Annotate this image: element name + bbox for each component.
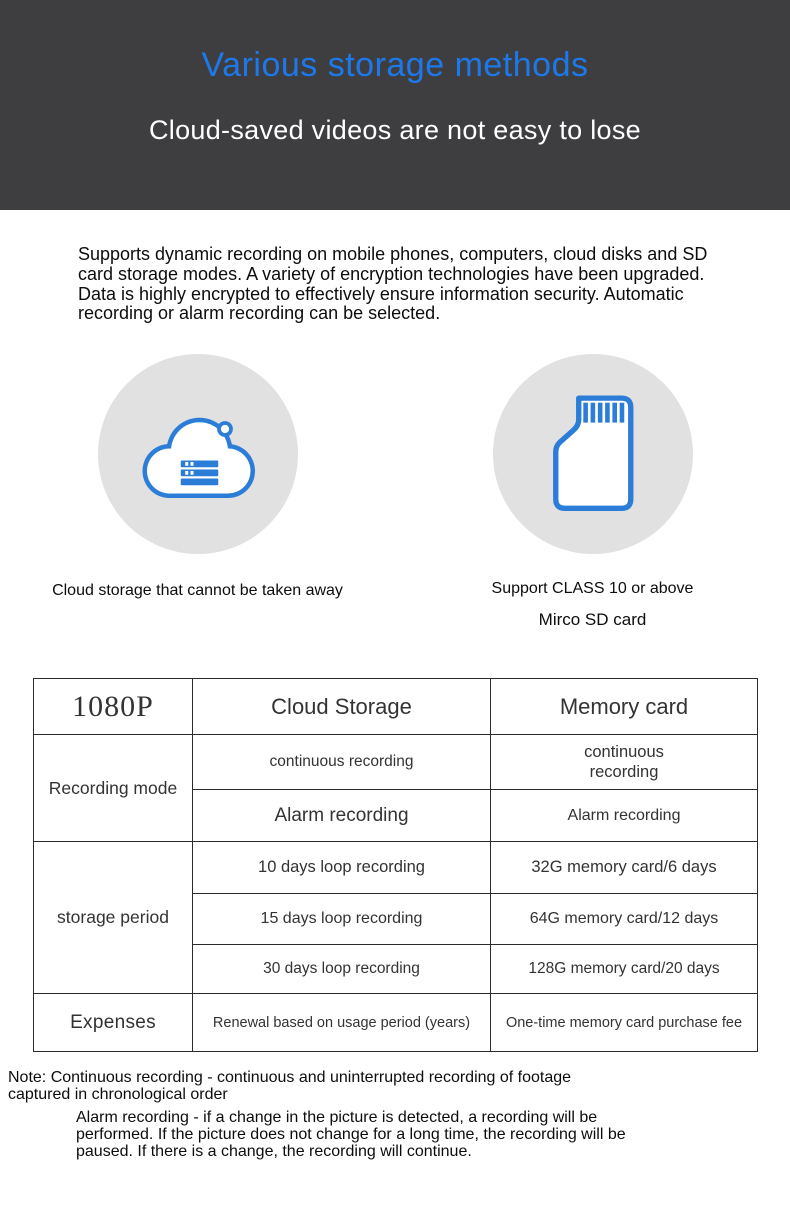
sd-card-icon [553, 395, 634, 512]
table-row: storage period 10 days loop recording 32… [33, 841, 758, 995]
cell-32g-memory: 32G memory card/6 days [490, 841, 758, 895]
intro-paragraph: Supports dynamic recording on mobile pho… [78, 244, 708, 324]
label-expenses: Expenses [33, 993, 193, 1053]
cell-loop30-cloud: 30 days loop recording [192, 944, 491, 995]
header-cloud-storage: Cloud Storage [192, 678, 491, 736]
cell-loop10-cloud: 10 days loop recording [192, 841, 491, 895]
cloud-caption: Cloud storage that cannot be taken away [52, 582, 343, 600]
cell-alarm-cloud: Alarm recording [192, 789, 491, 843]
hero-title: Various storage methods [201, 46, 589, 84]
cloud-icon-circle [97, 354, 298, 555]
table-header-row: 1080P Cloud Storage Memory card [33, 678, 758, 736]
cell-continuous-memory: continuous recording [490, 734, 758, 791]
note-continuous-recording: Note: Continuous recording - continuous … [8, 1069, 572, 1104]
table-row: 15 days loop recording 64G memory card/1… [34, 893, 758, 946]
footnotes: Note: Continuous recording - continuous … [0, 1069, 790, 1160]
storage-comparison-table: 1080P Cloud Storage Memory card Recordin… [33, 678, 758, 1053]
cell-expenses-memory: One-time memory card purchase fee [490, 993, 758, 1053]
cell-128g-memory: 128G memory card/20 days [490, 944, 758, 995]
sd-card-icon-circle [492, 354, 693, 555]
cell-loop15-cloud: 15 days loop recording [192, 893, 491, 946]
hero-banner: Various storage methods Cloud-saved vide… [0, 0, 790, 210]
hero-subtitle: Cloud-saved videos are not easy to lose [149, 115, 641, 145]
table-row: Expenses Renewal based on usage period (… [33, 993, 758, 1053]
sd-caption-line1: Support CLASS 10 or above [491, 580, 694, 598]
table-row: Recording mode continuous recording cont… [33, 734, 758, 843]
cell-continuous-cloud: continuous recording [192, 734, 491, 791]
feature-sd-card: Support CLASS 10 or above Mirco SD card [395, 354, 790, 630]
cloud-icon [142, 417, 255, 498]
cell-expenses-cloud: Renewal based on usage period (years) [192, 993, 491, 1053]
cell-continuous-memory-text: continuous recording [584, 742, 664, 782]
table-row: 30 days loop recording 128G memory card/… [34, 944, 758, 995]
header-memory-card: Memory card [490, 678, 758, 736]
header-resolution: 1080P [33, 678, 193, 736]
cell-64g-memory: 64G memory card/12 days [490, 893, 758, 946]
table-row: Alarm recording Alarm recording [34, 789, 758, 843]
features-row: Cloud storage that cannot be taken away [0, 354, 790, 630]
feature-cloud-storage: Cloud storage that cannot be taken away [0, 354, 395, 630]
label-recording-mode: Recording mode [33, 734, 193, 843]
label-storage-period: storage period [33, 841, 193, 995]
sd-caption-line2: Mirco SD card [538, 610, 647, 630]
cell-alarm-memory: Alarm recording [490, 789, 758, 843]
note-alarm-recording: Alarm recording - if a change in the pic… [76, 1108, 626, 1161]
